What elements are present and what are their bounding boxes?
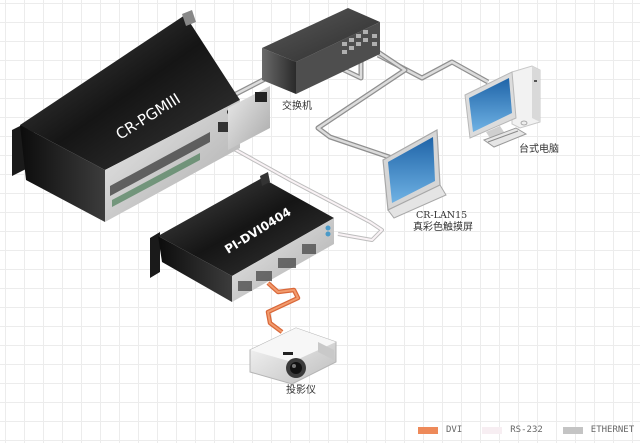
dvi-swatch [418,426,438,434]
legend-label-dvi: DVI [446,425,463,435]
touchscreen-model-label: CR-LAN15 [416,210,467,221]
legend-label-rs232: RS-232 [510,425,543,435]
desktop-computer[interactable] [464,65,541,148]
dvi-cable-pi-projector [265,281,301,334]
projector-device[interactable] [249,327,337,385]
switch-label: 交换机 [282,99,312,112]
ethernet-cable-switch-touchscreen [315,49,408,161]
cable-legend: DVI RS-232 ETHERNET [418,425,634,435]
cr-pgm3-device[interactable]: CR-PGMIII [12,10,270,222]
legend-item-dvi: DVI [418,425,462,435]
cr-lan15-touchscreen[interactable] [382,129,447,219]
legend-item-rs232: RS-232 [482,425,543,435]
pi-port-panel [238,225,331,291]
ethernet-swatch [562,426,583,434]
rs232-swatch [482,426,503,434]
desktop-label: 台式电脑 [519,142,559,155]
legend-item-ethernet: ETHERNET [562,425,635,435]
projector-label: 投影仪 [286,383,316,396]
pi-dvi0404-device[interactable]: PI-DVI0404 [150,172,334,302]
network-switch-device[interactable] [262,8,380,94]
legend-label-ethernet: ETHERNET [590,425,635,435]
switch-ports [342,30,377,54]
touchscreen-desc-label: 真彩色触摸屏 [413,220,473,233]
